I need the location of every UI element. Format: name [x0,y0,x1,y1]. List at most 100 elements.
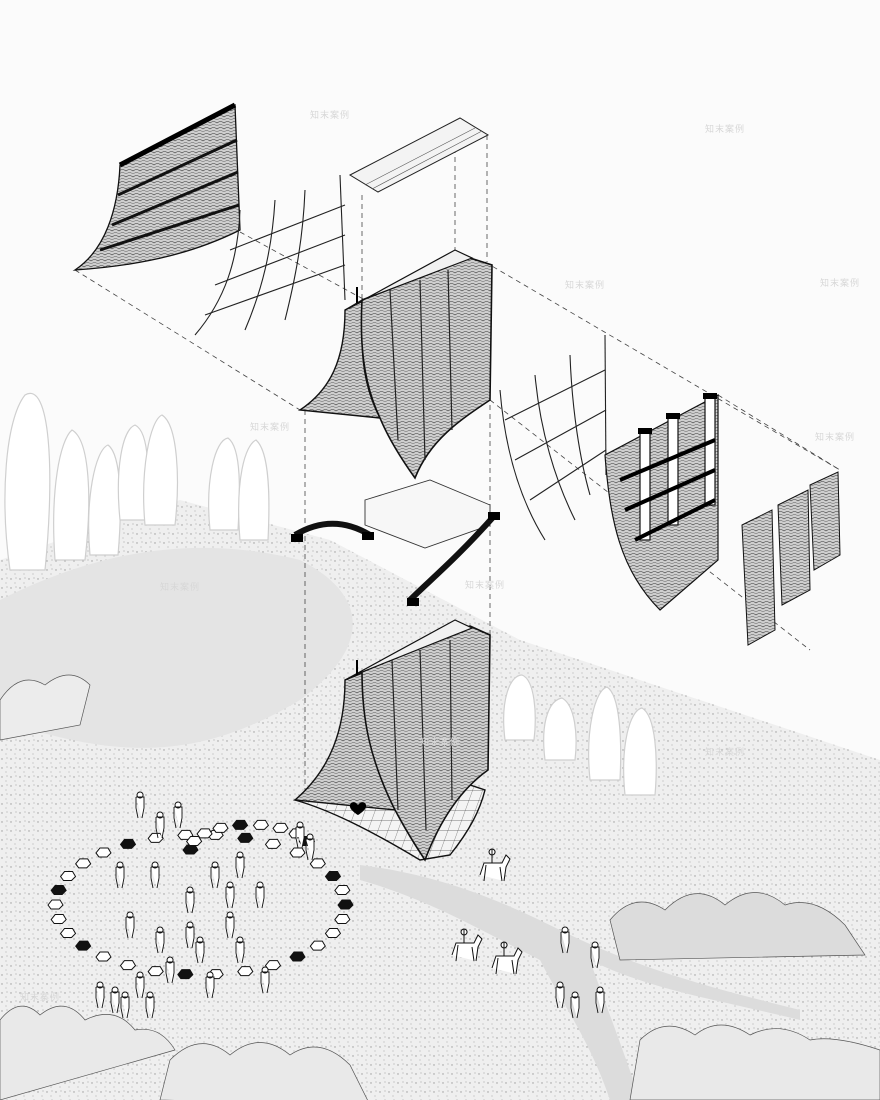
column-tie [619,438,716,542]
tree-outline [588,686,622,781]
exploded-pavilion-upper [297,249,493,480]
frame-rib [284,189,306,321]
plinth-block [362,532,374,540]
person-figure [185,886,195,914]
watermark-text: 知末案例 [565,279,605,291]
person-figure [155,926,165,954]
column [704,394,716,506]
guide-line [489,399,811,651]
pavilion-front-facade [360,257,493,480]
stone [309,940,326,951]
frame-rib [569,354,591,496]
frame-rib [194,209,241,336]
stone [119,960,137,971]
stone [324,927,342,938]
watermark-text: 知末案例 [310,109,350,121]
plinth-block [488,512,500,520]
cladding-band [111,170,239,227]
stone [177,829,194,840]
watermark-text: 知末案例 [160,581,200,593]
stone [334,884,351,895]
frame-beam [229,204,346,251]
person-figure [125,911,135,939]
horse-rider [491,941,523,975]
stone [252,819,270,830]
stream [360,865,800,1100]
stone [272,822,289,833]
person-figure [150,861,160,889]
watermark-text: 知末案例 [820,277,860,289]
exploded-roof-skylight [348,117,490,193]
person-figure [135,791,145,819]
tree-outline [143,414,178,526]
stone [75,858,92,869]
person-figure [165,956,175,984]
shingle-panel [809,471,841,571]
person-figure [210,861,220,889]
person-figure [115,861,125,889]
watermark-text: 知末案例 [705,123,745,135]
horse-riders [451,848,523,975]
exploded-curved-frame-left [194,174,346,336]
stone [196,828,213,839]
frame-rib [534,374,576,521]
watermark-text: 知末案例 [465,579,505,591]
person-figure [260,966,270,994]
guide-line [74,269,301,411]
tree-outline [208,437,240,531]
person-figure [235,936,245,964]
foliage-cluster [0,674,91,741]
person-figure [560,926,570,954]
person-figure [555,981,565,1009]
column-cap [638,428,652,434]
exploded-floor-and-plinths [291,479,500,606]
stone [324,871,342,882]
pavilion-vertical-ribs [391,639,453,831]
stone [147,966,164,977]
stone [75,940,92,951]
stone [231,819,249,830]
exploded-column-structure [604,393,719,611]
shingle-panel [777,489,811,606]
stone [185,835,203,846]
person-figure [173,801,183,829]
pavilion-front-facade [361,625,491,862]
stone [50,884,67,895]
watermark-text: 知末案例 [420,736,460,748]
stone [147,832,164,843]
tree-outline [238,439,270,541]
people [95,791,605,1019]
stone [182,844,199,855]
stone [237,966,254,977]
stone [309,858,326,869]
stone [47,899,64,910]
frame-rib [339,174,346,301]
column-cap [666,413,680,419]
foliage [0,674,880,1100]
stone [289,951,306,962]
stone [237,832,254,843]
cladding-band [99,203,240,252]
cladding-top-edge [118,102,237,168]
frame-beam [204,264,346,316]
foliage-cluster [609,892,866,961]
stone [264,838,282,849]
stone [334,914,351,925]
person-figure [255,881,265,909]
frame-beam [504,369,606,421]
watermark-text: 知末案例 [20,991,60,1003]
tree-outline [503,674,536,741]
tree-silhouettes-right [503,674,657,796]
person-figure [305,833,315,861]
curved-bench-left [293,520,372,538]
watermark-text: 知末案例 [815,431,855,443]
frame-beam [214,234,346,286]
person-figure [595,986,605,1014]
guide-line [239,231,366,301]
stone [337,899,354,910]
guide-line [717,394,841,471]
cladding-surface [72,103,241,271]
horse-rider [451,928,483,962]
